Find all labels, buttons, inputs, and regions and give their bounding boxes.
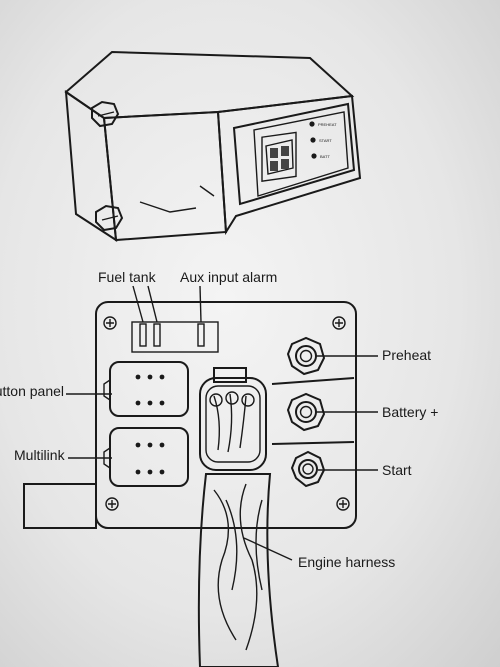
screw-icon bbox=[332, 316, 346, 330]
engine-harness-cable bbox=[197, 473, 280, 667]
rear-panel bbox=[23, 301, 357, 667]
batt-led-icon bbox=[311, 153, 317, 159]
start-led-icon bbox=[310, 137, 316, 143]
callout-start: Start bbox=[382, 462, 412, 478]
top-pin-connector bbox=[131, 321, 219, 353]
callout-battery-plus: Battery + bbox=[382, 404, 438, 420]
start-terminal-icon bbox=[290, 450, 326, 488]
leader-lines bbox=[66, 285, 378, 561]
preheat-led-icon bbox=[309, 121, 315, 127]
screw-icon bbox=[336, 497, 350, 511]
preheat-terminal-icon bbox=[286, 336, 326, 376]
callout-engine-harness: Engine harness bbox=[298, 554, 395, 570]
screw-icon bbox=[103, 316, 117, 330]
screw-icon bbox=[105, 497, 119, 511]
callout-preheat: Preheat bbox=[382, 347, 431, 363]
control-module-3d: PREHEAT START BATT bbox=[64, 50, 362, 242]
bolt-icon bbox=[95, 204, 124, 232]
indicator-label-start: START bbox=[319, 138, 332, 143]
callout-button-panel: Button panel bbox=[0, 383, 64, 399]
indicator-label-preheat: PREHEAT bbox=[318, 122, 337, 127]
engine-harness-plug bbox=[199, 367, 267, 471]
callout-fuel-tank: Fuel tank bbox=[98, 269, 157, 285]
button-panel-connector bbox=[103, 361, 189, 417]
callout-multilink: Multilink bbox=[14, 447, 66, 463]
callout-aux-input-alarm: Aux input alarm bbox=[180, 269, 277, 285]
indicator-label-batt: BATT bbox=[320, 154, 330, 159]
bolt-icon bbox=[91, 100, 120, 128]
multilink-connector bbox=[103, 427, 189, 487]
